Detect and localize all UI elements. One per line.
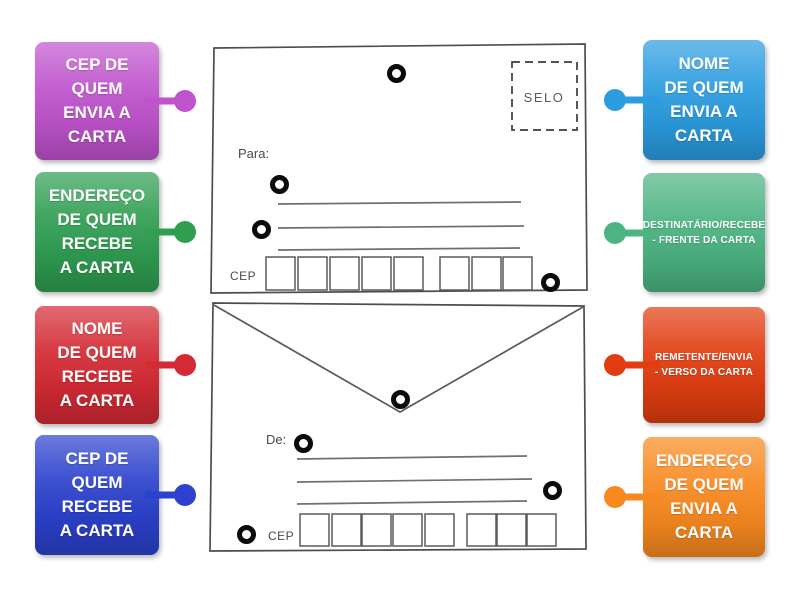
label-text: NOME DE QUEM ENVIA A CARTA	[664, 54, 744, 145]
cep-boxes-front	[265, 256, 533, 291]
connector-dot	[174, 90, 196, 112]
connector-stub	[610, 361, 660, 369]
label-endereco-quem-envia[interactable]: ENDEREÇO DE QUEM ENVIA A CARTA	[604, 437, 765, 557]
target-pin-stamp-area[interactable]	[387, 64, 406, 83]
target-pin-front-address[interactable]	[252, 220, 271, 239]
label-text: DESTINATÁRIO/RECEBE - FRENTE DA CARTA	[642, 219, 766, 246]
target-pin-front-name[interactable]	[270, 175, 289, 194]
address-line	[296, 478, 533, 483]
label-cep-quem-envia[interactable]: CEP DE QUEM ENVIA A CARTA	[35, 42, 196, 160]
connector-stub	[145, 491, 193, 499]
connector-dot	[174, 484, 196, 506]
envelope-diagram: SELO Para: CEP De:	[200, 40, 600, 560]
connector-stub	[145, 361, 193, 369]
label-text: REMETENTE/ENVIA - VERSO DA CARTA	[654, 352, 754, 378]
label-remetente-verso[interactable]: REMETENTE/ENVIA - VERSO DA CARTA	[604, 307, 765, 423]
address-line	[277, 225, 525, 229]
connector-stub	[145, 97, 193, 105]
label-destinatario-frente[interactable]: DESTINATÁRIO/RECEBE - FRENTE DA CARTA	[604, 173, 765, 292]
label-endereco-quem-recebe[interactable]: ENDEREÇO DE QUEM RECEBE A CARTA	[35, 172, 196, 292]
target-pin-back-address[interactable]	[543, 481, 562, 500]
envelope-flap	[213, 304, 584, 413]
envelope-front-outline	[210, 43, 588, 294]
label-cep-quem-recebe[interactable]: CEP DE QUEM RECEBE A CARTA	[35, 435, 196, 555]
envelope-svg: SELO Para: CEP De:	[209, 43, 588, 552]
from-label: De:	[266, 432, 286, 447]
address-line	[296, 500, 528, 505]
connector-dot	[174, 221, 196, 243]
connector-stub	[610, 229, 660, 236]
connector-dot	[604, 89, 626, 111]
target-pin-back-name[interactable]	[294, 434, 313, 453]
connector-dot	[604, 221, 626, 244]
label-text: ENDEREÇO DE QUEM RECEBE A CARTA	[48, 186, 146, 277]
to-label: Para:	[238, 146, 269, 161]
connector-dot	[604, 486, 626, 508]
cep-boxes-back	[299, 513, 557, 547]
address-line	[277, 247, 521, 251]
envelope-back-outline	[209, 302, 587, 552]
connector-stub	[610, 493, 660, 501]
cep-label-front: CEP	[230, 269, 256, 283]
target-pin-back-cep[interactable]	[237, 525, 256, 544]
label-text: CEP DE QUEM RECEBE A CARTA	[59, 449, 135, 540]
label-text: ENDEREÇO DE QUEM ENVIA A CARTA	[655, 451, 753, 542]
stamp-label: SELO	[524, 90, 565, 105]
address-line	[277, 201, 522, 205]
label-nome-quem-envia[interactable]: NOME DE QUEM ENVIA A CARTA	[604, 40, 765, 160]
cep-label-back: CEP	[268, 529, 294, 543]
connector-stub	[145, 228, 193, 236]
label-text: NOME DE QUEM RECEBE A CARTA	[57, 319, 137, 410]
target-pin-back-flap[interactable]	[391, 390, 410, 409]
connector-dot	[604, 354, 626, 376]
label-text: CEP DE QUEM ENVIA A CARTA	[63, 55, 131, 146]
address-line	[296, 455, 528, 460]
target-pin-front-cep[interactable]	[541, 273, 560, 292]
stamp-box	[511, 61, 578, 131]
label-nome-quem-recebe[interactable]: NOME DE QUEM RECEBE A CARTA	[35, 306, 196, 424]
connector-stub	[610, 96, 660, 104]
connector-dot	[174, 354, 196, 376]
